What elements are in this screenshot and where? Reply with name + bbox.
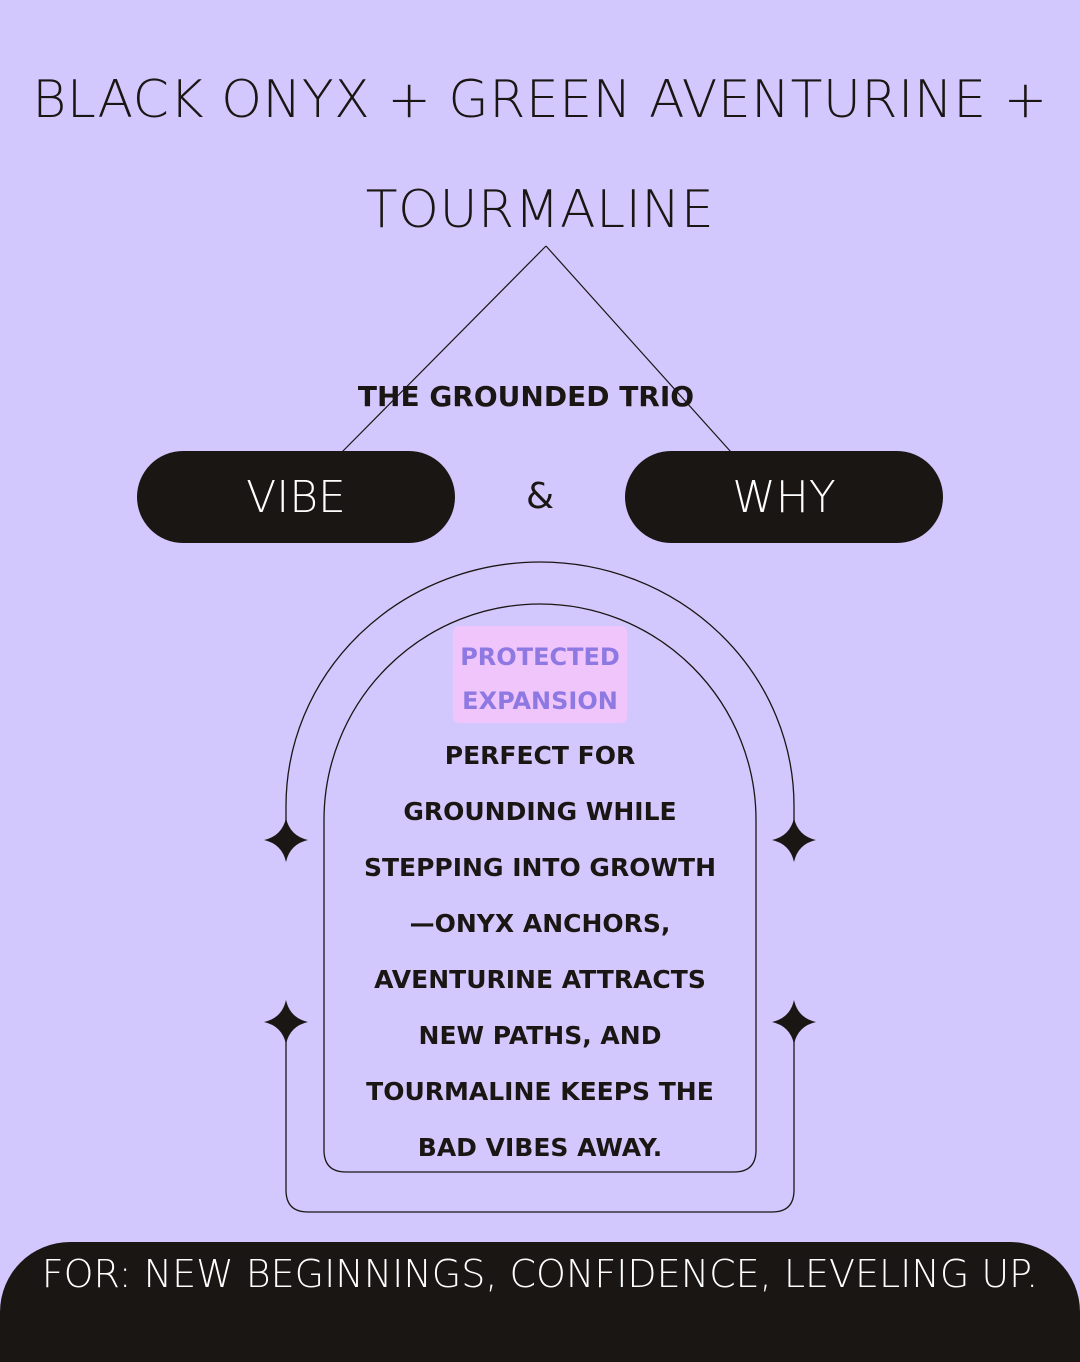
vibe-label: VIBE [246,471,346,523]
vibe-pill: VIBE [137,451,455,543]
footer-text: FOR: NEW BEGINNINGS, CONFIDENCE, LEVELIN… [41,1252,1039,1296]
description-line: STEPPING INTO GROWTH [363,853,717,882]
description-line: AVENTURINE ATTRACTS [374,965,706,994]
subtitle: THE GROUNDED TRIO [357,380,695,413]
description: PERFECT FOR GROUNDING WHILE STEPPING INT… [340,728,740,1176]
sparkle-icon [772,1000,816,1044]
sparkle-icon [772,818,816,862]
ampersand: & [525,476,555,517]
description-line: TOURMALINE KEEPS THE [366,1077,714,1106]
sparkle-icon [264,818,308,862]
description-line: BAD VIBES AWAY. [417,1133,663,1162]
connector-line-right [545,245,732,453]
why-label: WHY [732,471,836,523]
why-pill: WHY [625,451,943,543]
sparkle-icon [264,1000,308,1044]
description-line: —ONYX ANCHORS, [409,909,671,938]
footer-bar [0,1242,1080,1362]
badge-line-1: PROTECTED [460,643,620,671]
protected-expansion-badge: PROTECTED EXPANSION [453,626,627,723]
description-line: GROUNDING WHILE [403,797,677,826]
title-line-2: TOURMALINE [365,180,715,240]
description-line: NEW PATHS, AND [418,1021,662,1050]
description-line: PERFECT FOR [444,741,636,770]
connector-line-left [341,245,547,453]
badge-line-2: EXPANSION [462,687,618,715]
title-line-1: BLACK ONYX + GREEN AVENTURINE + [32,70,1048,130]
